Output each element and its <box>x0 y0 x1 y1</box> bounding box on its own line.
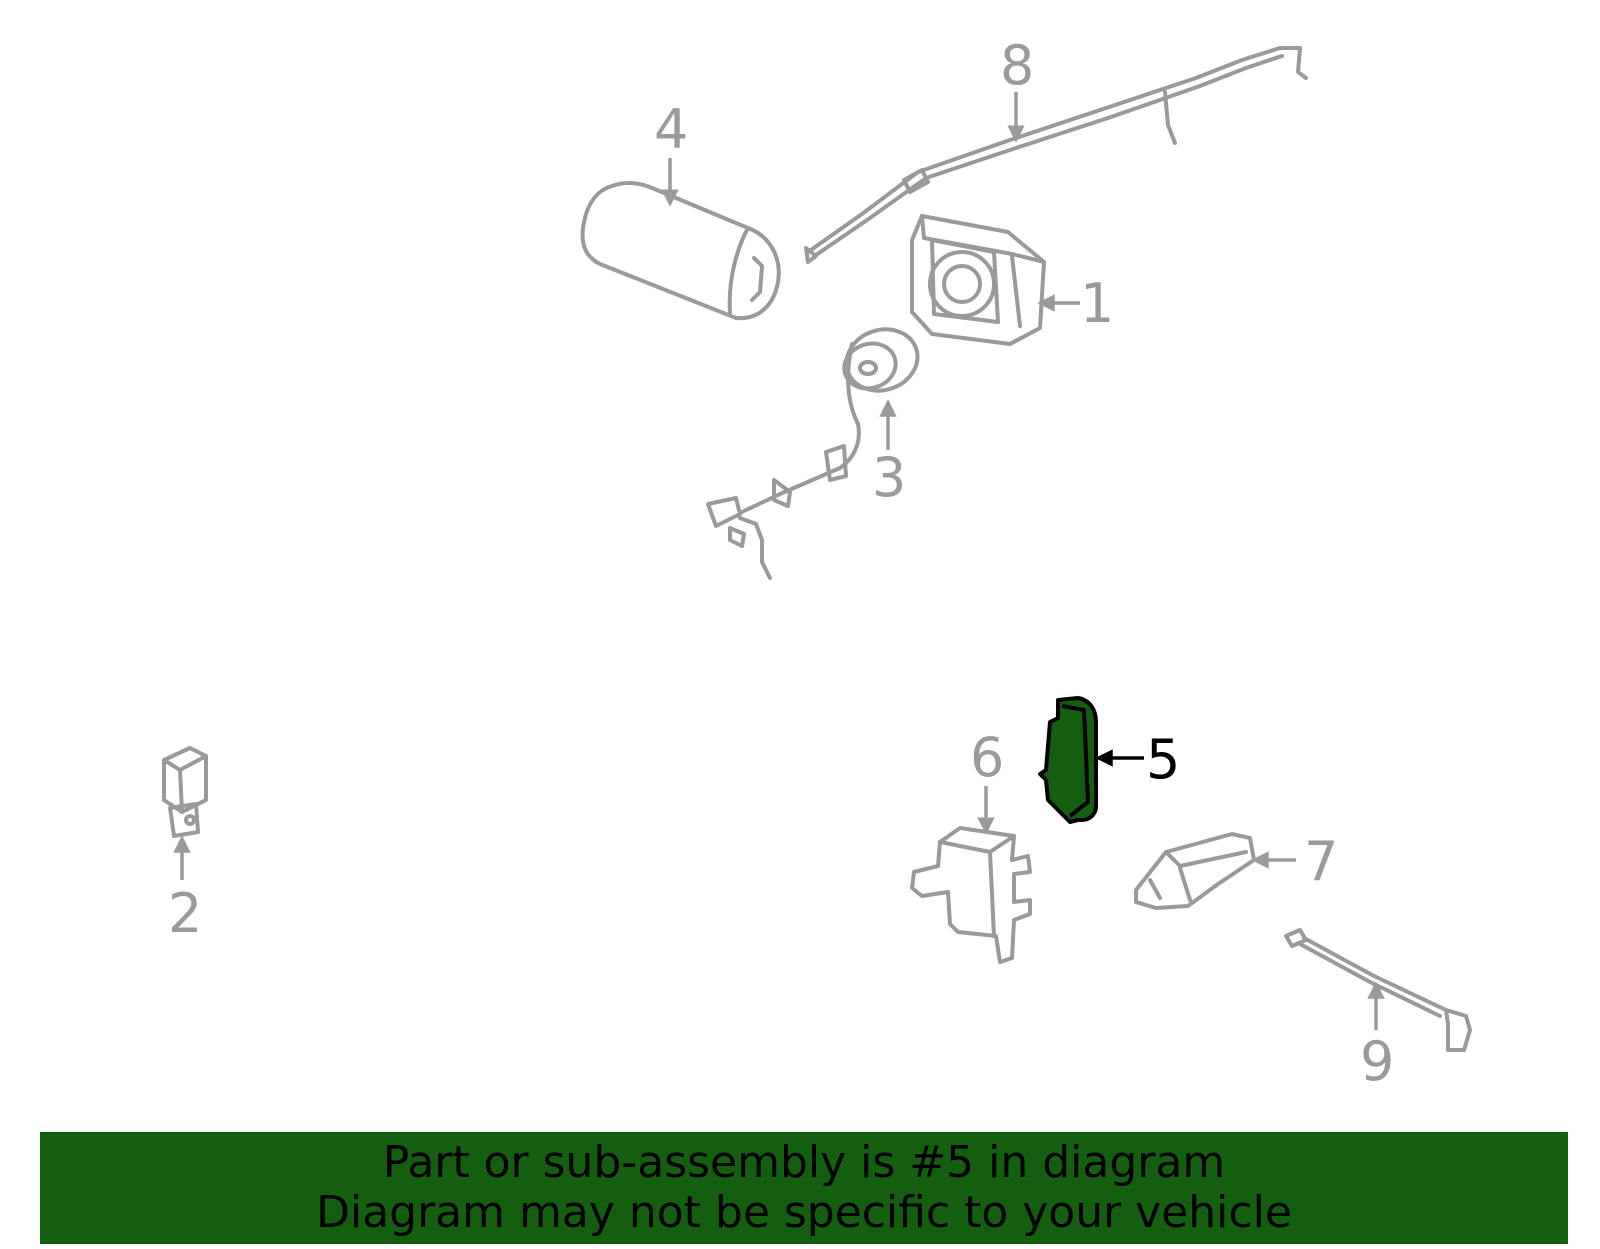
part-2-sensor <box>162 746 208 838</box>
part-7-sensor-bracket <box>1134 832 1256 910</box>
callout-8-number: 8 <box>1000 34 1034 97</box>
part-8-curtain-airbag <box>804 46 1308 264</box>
callout-2-number: 2 <box>168 882 202 945</box>
callout-5-number: 5 <box>1146 728 1180 791</box>
banner-line-disclaimer: Diagram may not be specific to your vehi… <box>316 1187 1292 1238</box>
info-banner: Part or sub-assembly is #5 in diagram Di… <box>40 1132 1568 1244</box>
part-5-shape <box>1038 696 1098 824</box>
part-5-bracket <box>1038 696 1098 824</box>
callout-7-number: 7 <box>1304 830 1338 893</box>
callout-3-number: 3 <box>872 446 906 509</box>
banner-line-part-number: Part or sub-assembly is #5 in diagram <box>382 1137 1226 1188</box>
callout-4-number: 4 <box>654 98 688 161</box>
part-4-airbag-module <box>580 181 781 321</box>
callout-1-number: 1 <box>1080 272 1114 335</box>
part-9-sensor-lead <box>1284 928 1472 1052</box>
parts-diagram: 1 2 3 4 5 6 7 8 9 <box>162 34 1472 1093</box>
part-1-module <box>910 214 1046 346</box>
part-3-clockspring <box>706 327 920 580</box>
part-6-control-module <box>910 826 1032 964</box>
callout-6-number: 6 <box>970 726 1004 789</box>
callout-9-number: 9 <box>1360 1030 1394 1093</box>
